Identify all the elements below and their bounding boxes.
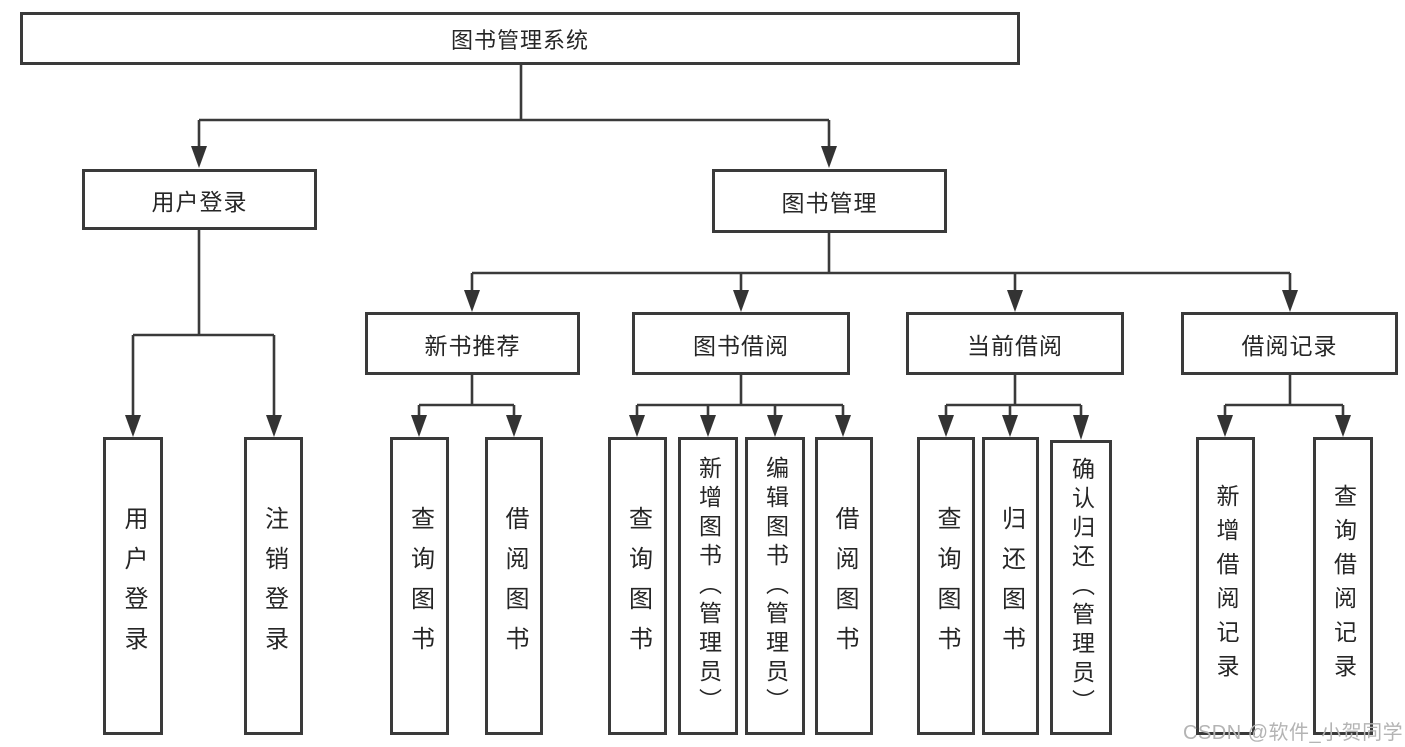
node-borrowing-records: 借阅记录 [1181, 312, 1398, 375]
leaf-borrowing-query-books: 查询图书 [608, 437, 667, 735]
leaf-add-books-admin: 新增图书（管理员） [678, 437, 738, 735]
node-current-borrowing-label: 当前借阅 [967, 332, 1063, 359]
leaf-edit-books-admin: 编辑图书（管理员） [745, 437, 805, 735]
leaf-logout: 注销登录 [244, 437, 303, 735]
node-book-borrowing-label: 图书借阅 [693, 332, 789, 359]
connector-book-borrowing-group [629, 375, 851, 437]
leaf-query-borrow-record-label: 查询借阅记录 [1330, 484, 1357, 688]
leaf-current-query-books-label: 查询图书 [933, 506, 960, 666]
node-book-management-label: 图书管理 [781, 190, 878, 216]
connector-borrowing-records-group [1217, 375, 1351, 437]
leaf-confirm-return-admin: 确认归还（管理员） [1050, 440, 1112, 735]
node-book-management: 图书管理 [712, 169, 947, 233]
node-root-library-management-system: 图书管理系统 [20, 12, 1020, 65]
leaf-logout-label: 注销登录 [260, 506, 288, 666]
leaf-edit-books-admin-label: 编辑图书（管理员） [762, 455, 789, 717]
leaf-return-books: 归还图书 [982, 437, 1039, 735]
leaf-recommend-borrow-books-label: 借阅图书 [501, 506, 528, 666]
leaf-user-login: 用户登录 [103, 437, 163, 735]
connector-book-management-to-level3 [464, 233, 1298, 312]
connector-current-borrowing-group [938, 375, 1089, 440]
node-new-book-recommend-label: 新书推荐 [424, 332, 521, 359]
leaf-add-borrow-record-label: 新增借阅记录 [1213, 484, 1239, 688]
node-borrowing-records-label: 借阅记录 [1241, 332, 1338, 359]
leaf-user-login-label: 用户登录 [120, 506, 147, 666]
node-root-label: 图书管理系统 [450, 27, 589, 53]
leaf-add-borrow-record: 新增借阅记录 [1196, 437, 1255, 735]
leaf-return-books-label: 归还图书 [997, 506, 1025, 666]
leaf-borrowing-borrow-books: 借阅图书 [815, 437, 873, 735]
leaf-borrowing-borrow-books-label: 借阅图书 [831, 506, 858, 666]
node-user-login-label: 用户登录 [151, 188, 248, 215]
connector-root-to-level2 [191, 65, 837, 168]
node-book-borrowing: 图书借阅 [632, 312, 850, 375]
leaf-current-query-books: 查询图书 [917, 437, 975, 735]
leaf-recommend-borrow-books: 借阅图书 [485, 437, 543, 735]
leaf-confirm-return-admin-label: 确认归还（管理员） [1068, 457, 1095, 718]
node-user-login: 用户登录 [82, 169, 317, 230]
node-current-borrowing: 当前借阅 [906, 312, 1124, 375]
leaf-borrowing-query-books-label: 查询图书 [624, 506, 652, 666]
leaf-recommend-query-books: 查询图书 [390, 437, 449, 735]
connector-user-login-branch [125, 230, 282, 437]
leaf-query-borrow-record: 查询借阅记录 [1313, 437, 1373, 735]
leaf-add-books-admin-label: 新增图书（管理员） [695, 455, 722, 717]
leaf-recommend-query-books-label: 查询图书 [406, 506, 434, 666]
connector-new-book-recommend-group [411, 375, 522, 437]
csdn-watermark: CSDN @软件_小贺同学 [1183, 722, 1404, 744]
node-new-book-recommend: 新书推荐 [365, 312, 580, 375]
